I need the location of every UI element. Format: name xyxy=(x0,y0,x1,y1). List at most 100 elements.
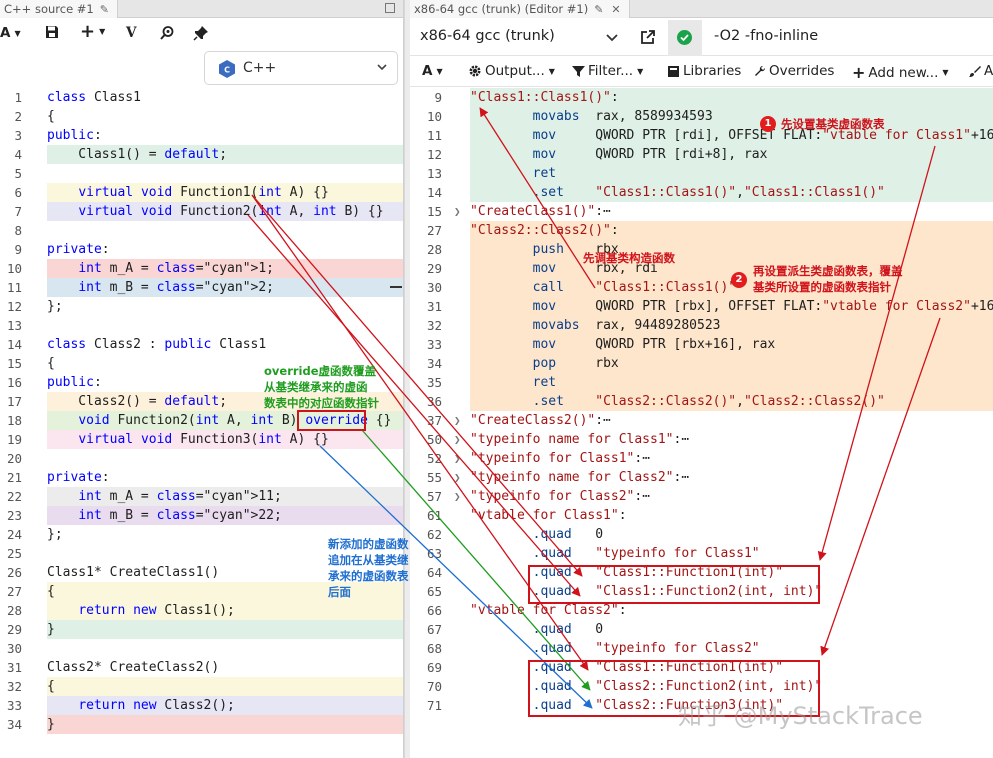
source-line[interactable]: 11 int m_B = class="cyan">2; xyxy=(0,278,403,297)
asm-line[interactable]: 35 ret xyxy=(410,373,993,392)
fold-chevron-icon[interactable]: ❯ xyxy=(454,414,461,427)
source-line[interactable]: 2{ xyxy=(0,107,403,126)
source-line[interactable]: 7 virtual void Function2(int A, int B) {… xyxy=(0,202,403,221)
source-line[interactable]: 33 return new Class2(); xyxy=(0,696,403,715)
asm-line[interactable]: 30 call "Class1::Class1()" xyxy=(410,278,993,297)
asm-line[interactable]: 36 .set "Class2::Class2()","Class2::Clas… xyxy=(410,392,993,411)
source-line[interactable]: 15{ xyxy=(0,354,403,373)
asm-line[interactable]: 29 mov rbx, rdi xyxy=(410,259,993,278)
source-line[interactable]: 23 int m_B = class="cyan">22; xyxy=(0,506,403,525)
asm-line[interactable]: 55❯"typeinfo name for Class2":⋯ xyxy=(410,468,993,487)
asm-line[interactable]: 34 pop rbx xyxy=(410,354,993,373)
asm-line[interactable]: 62 .quad 0 xyxy=(410,525,993,544)
asm-line[interactable]: 66"vtable for Class2": xyxy=(410,601,993,620)
asm-line[interactable]: 32 movabs rax, 94489280523 xyxy=(410,316,993,335)
asm-line[interactable]: 70 .quad "Class2::Function2(int, int)" xyxy=(410,677,993,696)
filter-button[interactable]: Filter...▼ xyxy=(572,63,643,79)
add-new-button[interactable]: + Add new...▼ xyxy=(852,63,949,82)
vim-mode-button[interactable]: V xyxy=(126,25,137,41)
source-line[interactable]: 34} xyxy=(0,715,403,734)
source-line[interactable]: 10 int m_A = class="cyan">1; xyxy=(0,259,403,278)
output-button[interactable]: Output...▼ xyxy=(468,63,555,79)
fold-chevron-icon[interactable]: ❯ xyxy=(454,452,461,465)
asm-line[interactable]: 12 mov QWORD PTR [rdi+8], rax xyxy=(410,145,993,164)
source-line[interactable]: 30 xyxy=(0,639,403,658)
search-button[interactable] xyxy=(159,25,175,41)
line-number: 14 xyxy=(6,337,22,352)
fold-chevron-icon[interactable]: ❯ xyxy=(454,205,461,218)
source-line[interactable]: 22 int m_A = class="cyan">11; xyxy=(0,487,403,506)
source-line[interactable]: 13 xyxy=(0,316,403,335)
font-size-button[interactable]: A▼ xyxy=(422,63,443,79)
language-select[interactable]: C C++ xyxy=(204,51,398,85)
asm-line[interactable]: 15❯"CreateClass1()":⋯ xyxy=(410,202,993,221)
libraries-button[interactable]: Libraries xyxy=(667,63,741,79)
add-pane-button[interactable]: +▼ xyxy=(80,21,106,42)
source-line[interactable]: 27{ xyxy=(0,582,403,601)
save-button[interactable] xyxy=(45,25,59,39)
font-size-button[interactable]: A▼ xyxy=(0,25,21,41)
asm-line[interactable]: 57❯"typeinfo for Class2":⋯ xyxy=(410,487,993,506)
edit-icon[interactable]: ✎ xyxy=(99,3,109,16)
compiler-select[interactable]: x86-64 gcc (trunk) xyxy=(420,28,555,44)
asm-line[interactable]: 9"Class1::Class1()": xyxy=(410,88,993,107)
overrides-button[interactable]: Overrides xyxy=(753,63,834,79)
source-line[interactable]: 24}; xyxy=(0,525,403,544)
asm-line[interactable]: 13 ret xyxy=(410,164,993,183)
asm-line[interactable]: 31 mov QWORD PTR [rbx], OFFSET FLAT:"vta… xyxy=(410,297,993,316)
source-line[interactable]: 19 virtual void Function3(int A) {} xyxy=(0,430,403,449)
asm-line[interactable]: 33 mov QWORD PTR [rbx+16], rax xyxy=(410,335,993,354)
source-line[interactable]: 32{ xyxy=(0,677,403,696)
asm-line[interactable]: 37❯"CreateClass2()":⋯ xyxy=(410,411,993,430)
asm-line[interactable]: 67 .quad 0 xyxy=(410,620,993,639)
source-line[interactable]: 8 xyxy=(0,221,403,240)
asm-line[interactable]: 69 .quad "Class1::Function1(int)" xyxy=(410,658,993,677)
fold-chevron-icon[interactable]: ❯ xyxy=(454,490,461,503)
fold-chevron-icon[interactable]: ❯ xyxy=(454,433,461,446)
asm-line[interactable]: 28 push rbx xyxy=(410,240,993,259)
asm-line[interactable]: 10 movabs rax, 8589934593 xyxy=(410,107,993,126)
asm-line[interactable]: 52❯"typeinfo for Class1":⋯ xyxy=(410,449,993,468)
asm-line[interactable]: 64 .quad "Class1::Function1(int)" xyxy=(410,563,993,582)
tools-button[interactable]: A xyxy=(968,63,993,79)
asm-line[interactable]: 11 mov QWORD PTR [rdi], OFFSET FLAT:"vta… xyxy=(410,126,993,145)
compiler-flags-input[interactable]: -O2 -fno-inline xyxy=(714,28,819,44)
asm-line[interactable]: 65 .quad "Class1::Function2(int, int)" xyxy=(410,582,993,601)
asm-line[interactable]: 14 .set "Class1::Class1()","Class1::Clas… xyxy=(410,183,993,202)
chevron-down-icon[interactable] xyxy=(606,31,618,43)
source-line[interactable]: 18 void Function2(int A, int B) override… xyxy=(0,411,403,430)
close-icon[interactable]: ✕ xyxy=(611,3,621,16)
source-line[interactable]: 28 return new Class1(); xyxy=(0,601,403,620)
asm-line[interactable]: 71 .quad "Class2::Function3(int)" xyxy=(410,696,993,715)
source-line[interactable]: 17 Class2() = default; xyxy=(0,392,403,411)
tab-cpp-source[interactable]: C++ source #1✎ xyxy=(0,0,118,18)
asm-line[interactable]: 63 .quad "typeinfo for Class1" xyxy=(410,544,993,563)
maximize-icon[interactable] xyxy=(385,3,395,13)
asm-line[interactable]: 27"Class2::Class2()": xyxy=(410,221,993,240)
asm-line[interactable]: 68 .quad "typeinfo for Class2" xyxy=(410,639,993,658)
tab-compiler[interactable]: x86-64 gcc (trunk) (Editor #1)✎✕ xyxy=(410,0,630,18)
pin-button[interactable] xyxy=(193,25,209,41)
compile-status[interactable] xyxy=(668,20,702,56)
popout-icon[interactable] xyxy=(640,29,656,45)
source-line[interactable]: 29} xyxy=(0,620,403,639)
source-line[interactable]: 12}; xyxy=(0,297,403,316)
source-line[interactable]: 25 xyxy=(0,544,403,563)
edit-icon[interactable]: ✎ xyxy=(594,3,604,16)
asm-line[interactable]: 61"vtable for Class1": xyxy=(410,506,993,525)
fold-chevron-icon[interactable]: ❯ xyxy=(454,471,461,484)
source-line[interactable]: 6 virtual void Function1(int A) {} xyxy=(0,183,403,202)
asm-line[interactable]: 50❯"typeinfo name for Class1":⋯ xyxy=(410,430,993,449)
source-line[interactable]: 20 xyxy=(0,449,403,468)
source-line[interactable]: 5 xyxy=(0,164,403,183)
source-line[interactable]: 4 Class1() = default; xyxy=(0,145,403,164)
